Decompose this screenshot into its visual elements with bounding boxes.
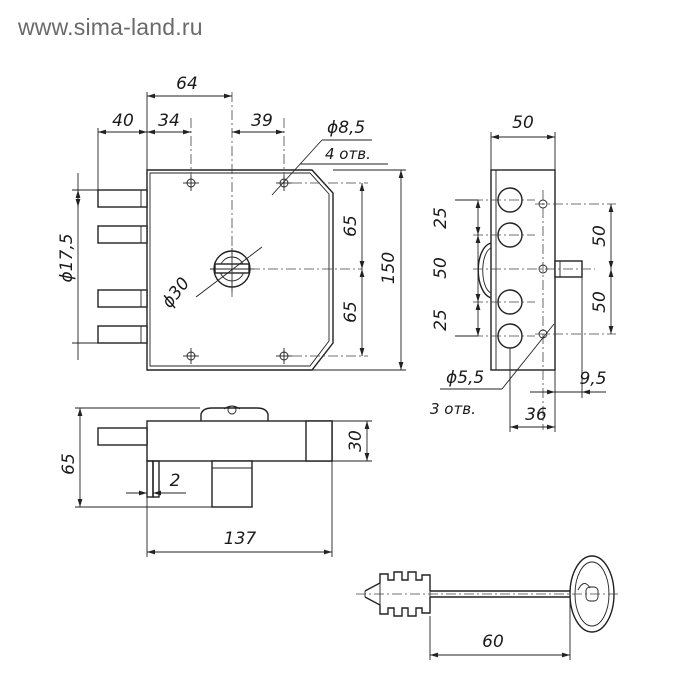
lock-body-outline	[146, 169, 334, 371]
side-dim-36: 36	[525, 405, 547, 425]
side-dim-25-bottom: 25	[431, 309, 451, 331]
side-hole-diameter: ϕ5,5	[446, 368, 484, 388]
side-hole-count: 3 отв.	[430, 400, 476, 418]
side-width-50: 50	[512, 113, 534, 133]
side-bolt-holes	[497, 187, 523, 349]
top-dim-2: 2	[170, 471, 181, 491]
top-dim-137: 137	[224, 529, 257, 549]
dim-height-150: 150	[379, 252, 399, 284]
front-view: 64 40 34 39 ϕ8,5 4 отв. ϕ17,5 ϕ30	[57, 74, 406, 371]
dim-34: 34	[158, 111, 180, 131]
bolts	[97, 189, 148, 344]
key-dim-60: 60	[482, 632, 504, 652]
top-dim-30: 30	[346, 430, 366, 452]
dim-64: 64	[176, 74, 198, 94]
side-dim-50-left: 50	[431, 257, 451, 279]
top-view: 65 30 2 137	[59, 405, 372, 557]
dim-39: 39	[251, 111, 273, 131]
top-dim-65: 65	[59, 453, 79, 475]
side-dim-9-5: 9,5	[579, 369, 606, 389]
side-dim-50-bottom-right: 50	[590, 291, 610, 313]
dim-lower-65: 65	[341, 301, 361, 323]
cylinder-diameter: ϕ30	[158, 274, 194, 312]
mounting-holes	[183, 175, 292, 364]
side-view: 50 25 50 25 50 50 ϕ5,5 3 отв. 36	[430, 113, 616, 432]
side-dim-25-top: 25	[431, 207, 451, 229]
watermark: www.sima-land.ru	[18, 14, 203, 40]
bolt-diameter: ϕ17,5	[57, 233, 77, 282]
key-view: 60	[356, 555, 620, 660]
front-hole-diameter: ϕ8,5	[327, 118, 365, 138]
dim-upper-65: 65	[341, 215, 361, 237]
side-dim-50-top-right: 50	[590, 225, 610, 247]
front-hole-count: 4 отв.	[325, 145, 371, 163]
dim-40: 40	[112, 111, 134, 131]
